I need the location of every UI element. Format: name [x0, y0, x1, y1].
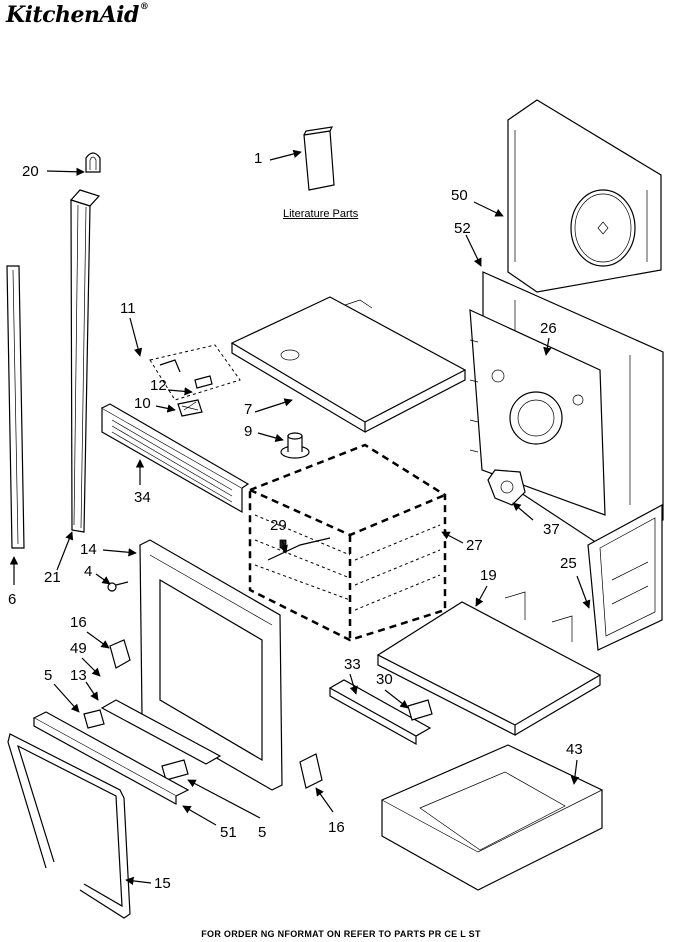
- brand-name: KitchenAid: [6, 2, 139, 28]
- control-panel-vent: [101, 403, 250, 514]
- callout-30: 30: [376, 671, 393, 688]
- callout-4: 4: [84, 563, 93, 580]
- control-wiring-group: [149, 344, 241, 417]
- side-access-panel: [587, 503, 663, 651]
- callout-16-lower: 16: [328, 819, 345, 836]
- spacer-block-right: [161, 759, 189, 781]
- callout-20: 20: [22, 163, 39, 180]
- bottom-door-trim: [32, 711, 190, 806]
- screw: [107, 581, 129, 592]
- callout-1: 1: [254, 150, 263, 167]
- callout-15: 15: [154, 875, 171, 892]
- callout-33: 33: [344, 656, 361, 673]
- oven-cavity: [248, 443, 447, 642]
- footer-note: FOR ORDER NG NFORMAT ON REFER TO PARTS P…: [201, 929, 481, 939]
- top-cover-panel: [230, 296, 467, 434]
- callout-25: 25: [560, 555, 577, 572]
- door-switch: [407, 699, 433, 721]
- element-plate: [469, 309, 606, 516]
- callout-26: 26: [540, 320, 557, 337]
- callout-6: 6: [8, 591, 17, 608]
- callout-27: 27: [466, 537, 483, 554]
- callout-13: 13: [70, 667, 87, 684]
- door-trim-strip: [100, 699, 222, 765]
- callout-50: 50: [451, 187, 468, 204]
- callout-9: 9: [244, 423, 253, 440]
- callout-21: 21: [44, 569, 61, 586]
- callout-5-left: 5: [44, 667, 53, 684]
- callout-51: 51: [220, 824, 237, 841]
- fan-bracket: [487, 469, 526, 506]
- callout-7: 7: [244, 401, 253, 418]
- registered-mark: ®: [139, 2, 149, 12]
- rear-panel: [507, 99, 662, 293]
- door-gasket: [7, 733, 131, 919]
- brand-logo: KitchenAid®: [6, 2, 149, 28]
- spacer-block-left: [83, 709, 105, 729]
- callout-5-right: 5: [258, 824, 267, 841]
- literature-parts-label: Literature Parts: [283, 208, 359, 220]
- bottom-tray: [376, 591, 602, 736]
- callout-12: 12: [150, 377, 167, 394]
- callout-37: 37: [543, 521, 560, 538]
- callout-19: 19: [480, 567, 497, 584]
- hinge-bracket-upper: [109, 639, 131, 669]
- callout-34: 34: [134, 489, 151, 506]
- callout-14: 14: [80, 541, 97, 558]
- callout-16-upper: 16: [70, 614, 87, 631]
- literature-booklet: [303, 126, 335, 191]
- top-clip-part: [85, 152, 101, 173]
- side-trim-long: [69, 189, 101, 533]
- callout-43: 43: [566, 741, 583, 758]
- callout-11: 11: [120, 300, 136, 317]
- callout-52: 52: [454, 220, 471, 237]
- side-trim-strip: [6, 265, 25, 549]
- callout-29: 29: [270, 517, 287, 534]
- base-pan: [381, 744, 603, 891]
- thermostat-knob: [280, 432, 310, 459]
- hinge-bracket-lower: [299, 753, 323, 789]
- callout-10: 10: [134, 395, 151, 412]
- door-frame: [139, 539, 283, 791]
- leader-lines: [9, 149, 591, 886]
- callout-49: 49: [70, 640, 87, 657]
